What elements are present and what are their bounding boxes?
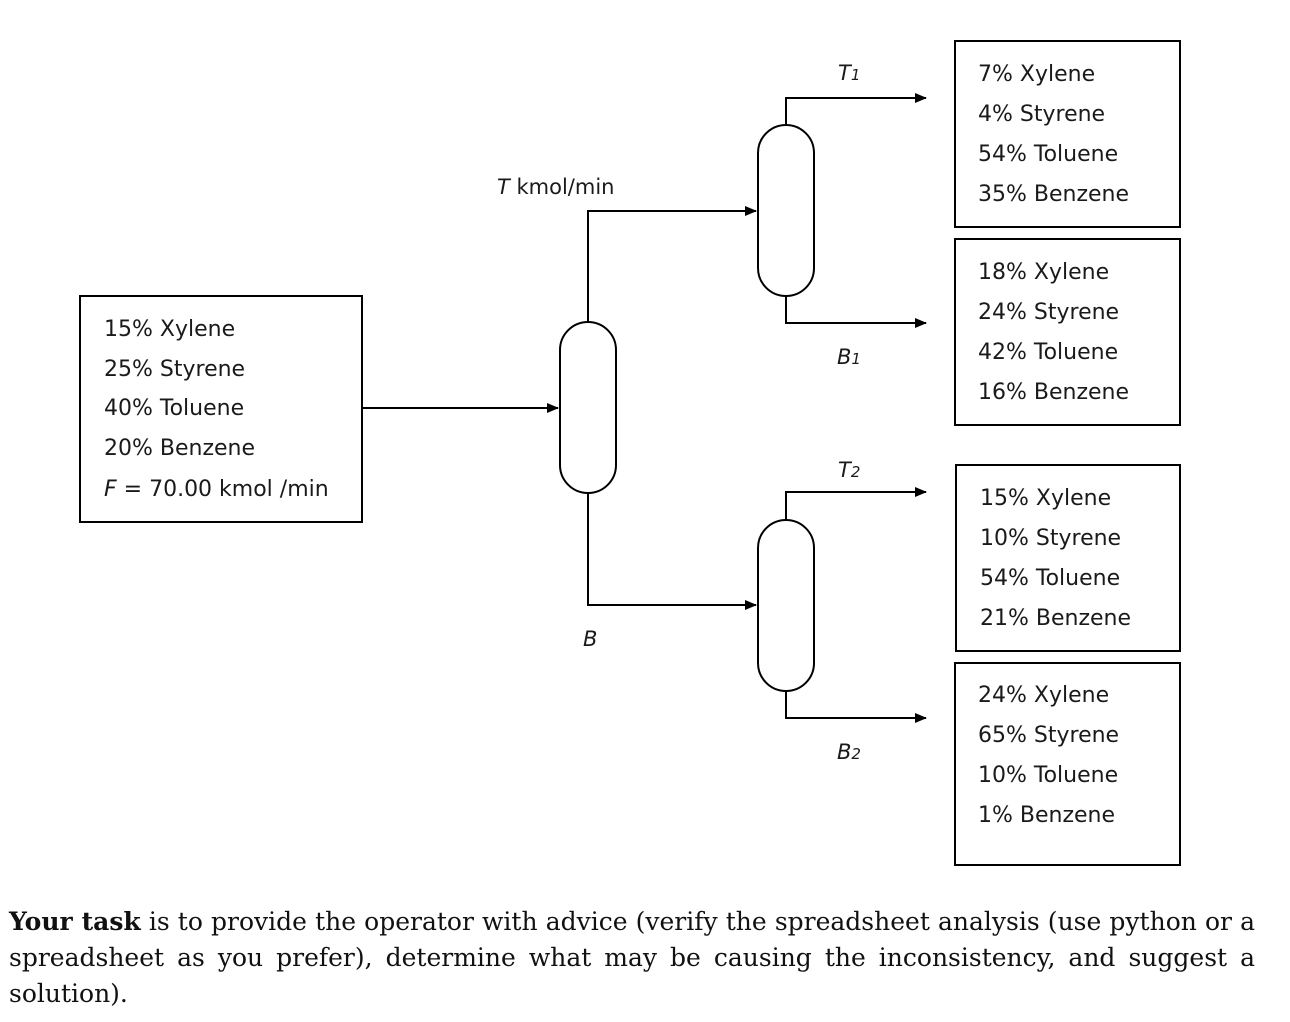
feed-flow-value: = 70.00 kmol /min bbox=[117, 477, 329, 502]
product-box-b2 bbox=[954, 662, 1181, 866]
b1-stream-line bbox=[785, 296, 927, 328]
feed-line-xylene: 15% Xylene bbox=[104, 317, 235, 342]
t2-symbol: T bbox=[838, 458, 853, 482]
b2-subscript: 2 bbox=[851, 745, 861, 763]
t1-line-toluene: 54% Toluene bbox=[978, 142, 1118, 167]
t2-line-styrene: 10% Styrene bbox=[980, 526, 1121, 551]
b1-line-styrene: 24% Styrene bbox=[978, 300, 1119, 325]
column-main bbox=[559, 321, 617, 494]
column-top bbox=[757, 124, 815, 297]
feed-line-benzene: 20% Benzene bbox=[104, 436, 255, 461]
b2-line-styrene: 65% Styrene bbox=[978, 723, 1119, 748]
feed-flow-rate: F = 70.00 kmol /min bbox=[104, 477, 329, 502]
b1-stream-label: B1 bbox=[837, 345, 861, 369]
t2-line-toluene: 54% Toluene bbox=[980, 566, 1120, 591]
t1-stream-line bbox=[785, 93, 927, 125]
b1-line-benzene: 16% Benzene bbox=[978, 380, 1129, 405]
t-stream-symbol: T bbox=[497, 175, 512, 199]
t-stream-unit: kmol/min bbox=[510, 175, 615, 199]
t1-subscript: 1 bbox=[851, 66, 861, 84]
b2-line-xylene: 24% Xylene bbox=[978, 683, 1109, 708]
t2-stream-line bbox=[785, 487, 927, 520]
t2-line-benzene: 21% Benzene bbox=[980, 606, 1131, 631]
b1-line-xylene: 18% Xylene bbox=[978, 260, 1109, 285]
t1-line-benzene: 35% Benzene bbox=[978, 182, 1129, 207]
b2-line-toluene: 10% Toluene bbox=[978, 763, 1118, 788]
t1-stream-label: T1 bbox=[838, 61, 860, 85]
b2-symbol: B bbox=[837, 740, 851, 764]
t1-symbol: T bbox=[838, 61, 853, 85]
task-body: is to provide the operator with advice (… bbox=[9, 907, 1255, 1008]
product-box-t1 bbox=[954, 40, 1181, 228]
t2-stream-label: T2 bbox=[838, 458, 860, 482]
t-stream-line bbox=[587, 206, 757, 322]
feed-line-toluene: 40% Toluene bbox=[104, 396, 244, 421]
b1-subscript: 1 bbox=[851, 350, 861, 368]
t2-subscript: 2 bbox=[851, 463, 861, 481]
t1-line-xylene: 7% Xylene bbox=[978, 62, 1095, 87]
product-box-b1 bbox=[954, 238, 1181, 426]
t1-line-styrene: 4% Styrene bbox=[978, 102, 1105, 127]
t-stream-label: T kmol/min bbox=[497, 175, 614, 199]
task-description: Your task is to provide the operator wit… bbox=[9, 904, 1255, 1012]
column-bottom bbox=[757, 519, 815, 692]
b-stream-label: B bbox=[583, 627, 597, 651]
b1-line-toluene: 42% Toluene bbox=[978, 340, 1118, 365]
task-lead: Your task bbox=[9, 907, 141, 936]
feed-line-styrene: 25% Styrene bbox=[104, 357, 245, 382]
b2-stream-line bbox=[785, 691, 927, 723]
product-box-t2 bbox=[955, 464, 1181, 652]
t2-line-xylene: 15% Xylene bbox=[980, 486, 1111, 511]
b-stream-line bbox=[587, 493, 757, 610]
b1-symbol: B bbox=[837, 345, 851, 369]
b2-stream-label: B2 bbox=[837, 740, 861, 764]
feed-flow-symbol: F bbox=[104, 477, 117, 502]
b2-line-benzene: 1% Benzene bbox=[978, 803, 1115, 828]
